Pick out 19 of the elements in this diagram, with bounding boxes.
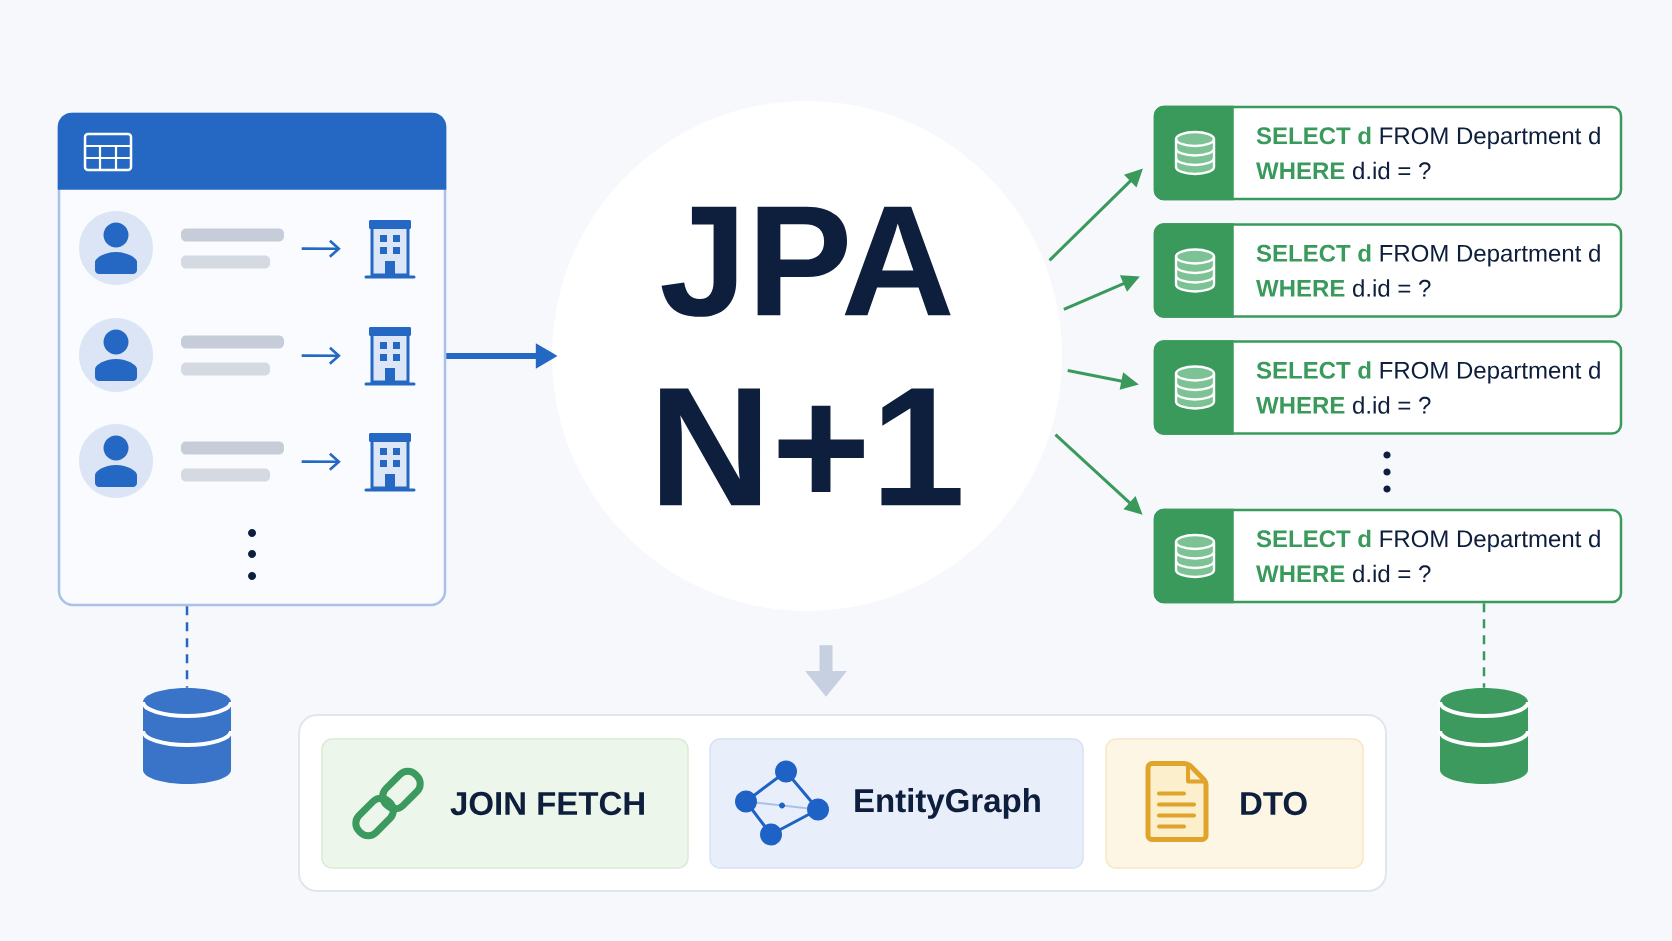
- arrow: [301, 239, 341, 258]
- building-icon: [364, 433, 416, 492]
- query-box: SELECT d FROM Department d WHERE d.id = ?: [1153, 105, 1623, 201]
- building-icon: [364, 327, 416, 386]
- arrow: [301, 452, 341, 471]
- arrow: [301, 346, 341, 365]
- placeholder-lines: [181, 335, 284, 376]
- dashed-line: [185, 606, 189, 688]
- query-box: SELECT d FROM Department d WHERE d.id = ?: [1153, 508, 1623, 604]
- placeholder-lines: [181, 441, 284, 482]
- dashed-line: [1482, 603, 1486, 688]
- query-box: SELECT d FROM Department d WHERE d.id = ?: [1153, 340, 1623, 435]
- placeholder-lines: [181, 228, 284, 269]
- query-box: SELECT d FROM Department d WHERE d.id = ?: [1153, 223, 1623, 318]
- building-icon: [364, 220, 416, 279]
- database-cylinder: [1438, 688, 1530, 784]
- database-cylinder: [141, 688, 233, 784]
- solution-card: JOIN FETCH: [321, 738, 689, 869]
- solution-card: EntityGraph: [709, 738, 1084, 869]
